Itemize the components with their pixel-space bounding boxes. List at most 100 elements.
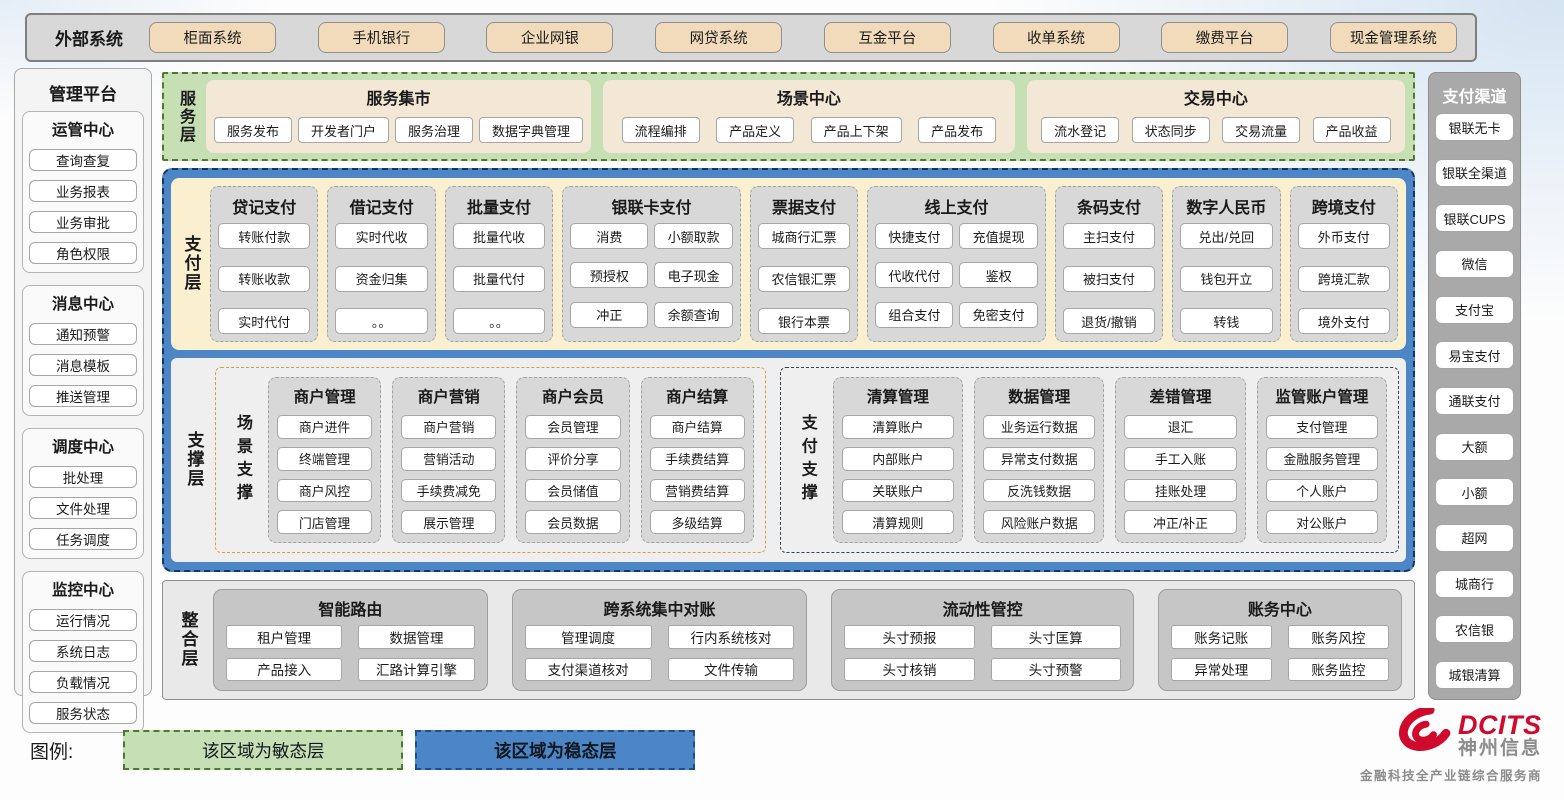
payment-group-items: 批量代收批量代付。。: [452, 223, 546, 334]
management-group-title: 监控中心: [51, 582, 114, 599]
management-group-title: 消息中心: [51, 296, 114, 313]
service-panel: 服务集市服务发布开发者门户服务治理数据字典管理: [206, 80, 592, 153]
support-item: 商户进件: [277, 415, 373, 439]
integration-panel-title: 流动性管控: [942, 602, 1023, 619]
management-item: 推送管理: [29, 385, 137, 407]
payment-item: 小额取款: [654, 223, 733, 249]
payment-item: 城商行汇票: [757, 223, 851, 249]
service-item: 流水登记: [1041, 117, 1120, 143]
support-item: 个人账户: [1265, 478, 1379, 503]
legend-item-agile: 该区域为敏态层: [123, 730, 404, 770]
support-column: 商户营销商户营销营销活动手续费减免展示管理: [392, 377, 506, 543]
support-item: 挂账处理: [1124, 478, 1237, 503]
service-panel: 交易中心流水登记状态同步交易流量产品收益: [1026, 80, 1405, 153]
payment-item: 境外支付: [1297, 308, 1390, 334]
management-groups: 运管中心查询查复业务报表业务审批角色权限消息中心通知预警消息模板推送管理调度中心…: [22, 111, 144, 733]
payment-item: 充值提现: [959, 223, 1038, 249]
support-item: 内部账户: [841, 446, 955, 471]
channel-item: 银联CUPS: [1435, 204, 1514, 233]
service-item: 服务发布: [214, 117, 293, 143]
management-group: 消息中心通知预警消息模板推送管理: [22, 285, 144, 416]
support-item: 清算规则: [841, 510, 955, 534]
payment-group: 批量支付批量代收批量代付。。: [444, 186, 554, 342]
payment-group-title: 线上支付: [924, 200, 989, 217]
support-item: 商户结算: [649, 415, 745, 439]
support-column-title: 商户结算: [666, 389, 729, 406]
payment-item: 转账收款: [218, 265, 311, 292]
integration-item: 管理调度: [524, 625, 652, 649]
integration-layer-label: 整合层: [178, 611, 198, 669]
management-item: 文件处理: [29, 497, 137, 519]
management-platform-panel: 管理平台 运管中心查询查复业务报表业务审批角色权限消息中心通知预警消息模板推送管…: [14, 68, 152, 733]
payment-group: 数字人民币兑出/兑回钱包开立转钱: [1172, 186, 1281, 342]
payment-item: 钱包开立: [1180, 265, 1273, 292]
support-item: 退汇: [1124, 415, 1237, 439]
service-item: 产品发布: [918, 117, 997, 143]
support-column: 商户结算商户结算手续费结算营销费结算多级结算: [640, 377, 754, 543]
support-layer: 支撑层 场景支撑商户管理商户进件终端管理商户风控门店管理商户营销商户营销营销活动…: [171, 358, 1406, 562]
payment-item: 主扫支付: [1062, 223, 1156, 249]
payment-group: 银联卡支付消费小额取款预授权电子现金冲正余额查询: [562, 186, 741, 342]
payment-group-items: 兑出/兑回钱包开立转钱: [1180, 223, 1273, 334]
service-item: 交易流量: [1222, 117, 1301, 143]
support-item: 手工入账: [1124, 446, 1237, 471]
payment-item: 实时代付: [218, 308, 311, 334]
support-column-title: 监管账户管理: [1275, 389, 1369, 406]
channel-item: 支付宝: [1435, 295, 1514, 324]
integration-panel-title: 跨系统集中对账: [603, 602, 716, 619]
payment-item: 跨境汇款: [1297, 265, 1390, 292]
channel-item: 城银清算: [1435, 660, 1514, 689]
channel-item: 大额: [1435, 432, 1514, 461]
external-system-item: 现金管理系统: [1329, 22, 1457, 53]
support-item: 手续费结算: [649, 446, 745, 471]
support-item: 支付管理: [1265, 415, 1379, 439]
management-item: 业务审批: [29, 211, 137, 233]
support-item: 金融服务管理: [1265, 446, 1379, 471]
dcits-swirl-icon: [1399, 708, 1451, 751]
support-item: 营销活动: [401, 446, 497, 471]
service-item: 数据字典管理: [479, 117, 584, 143]
management-item: 系统日志: [29, 640, 137, 662]
payment-item: 资金归集: [335, 265, 428, 292]
integration-layer: 整合层 智能路由租户管理数据管理产品接入汇路计算引擎跨系统集中对账管理调度行内系…: [162, 580, 1415, 700]
integration-item: 头寸预报: [844, 625, 975, 649]
payment-item: 兑出/兑回: [1180, 223, 1273, 249]
support-item: 会员数据: [525, 510, 621, 534]
service-panel: 场景中心流程编排产品定义产品上下架产品发布: [603, 80, 1015, 153]
brand-chinese-name: 神州信息: [1457, 738, 1542, 760]
integration-panel: 跨系统集中对账管理调度行内系统核对支付渠道核对文件传输: [511, 589, 808, 691]
service-panel-items: 流程编排产品定义产品上下架产品发布: [611, 113, 1007, 147]
management-group: 运管中心查询查复业务报表业务审批角色权限: [22, 111, 144, 273]
payment-item: 免密支付: [959, 301, 1038, 328]
support-item: 会员管理: [525, 415, 621, 439]
brand-tagline: 金融科技全产业链综合服务商: [1359, 769, 1542, 783]
support-column-title: 差错管理: [1149, 389, 1212, 406]
support-item: 冲正/补正: [1124, 510, 1237, 534]
external-systems-items: 柜面系统手机银行企业网银网贷系统互金平台收单系统缴费平台现金管理系统: [149, 22, 1475, 53]
payment-item: 转钱: [1180, 308, 1273, 334]
channel-item: 银联无卡: [1435, 113, 1514, 141]
payment-group-title: 票据支付: [771, 200, 836, 217]
support-column: 商户管理商户进件终端管理商户风控门店管理: [268, 377, 382, 543]
support-item: 业务运行数据: [983, 415, 1096, 439]
integration-panel: 流动性管控头寸预报头寸匡算头寸核销头寸预警: [831, 589, 1134, 691]
channel-item: 银联全渠道: [1435, 158, 1514, 187]
management-platform-title: 管理平台: [49, 85, 117, 104]
payment-group-title: 条码支付: [1076, 200, 1141, 217]
integration-panel-title: 智能路由: [318, 602, 383, 619]
service-panel-title: 场景中心: [776, 91, 841, 108]
channel-item: 城商行: [1435, 569, 1514, 598]
service-panel-items: 服务发布开发者门户服务治理数据字典管理: [214, 113, 584, 147]
service-item: 产品收益: [1312, 117, 1391, 143]
payment-item: 鉴权: [959, 262, 1038, 289]
integration-panel-items: 头寸预报头寸匡算头寸核销头寸预警: [844, 625, 1121, 681]
management-item: 角色权限: [29, 242, 137, 264]
integration-item: 账务风控: [1287, 625, 1389, 649]
management-group-title: 调度中心: [51, 439, 114, 456]
integration-item: 数据管理: [358, 625, 475, 649]
integration-panel-items: 租户管理数据管理产品接入汇路计算引擎: [226, 625, 475, 681]
management-group: 监控中心运行情况系统日志负载情况服务状态: [22, 571, 144, 733]
support-item: 异常支付数据: [983, 446, 1096, 471]
